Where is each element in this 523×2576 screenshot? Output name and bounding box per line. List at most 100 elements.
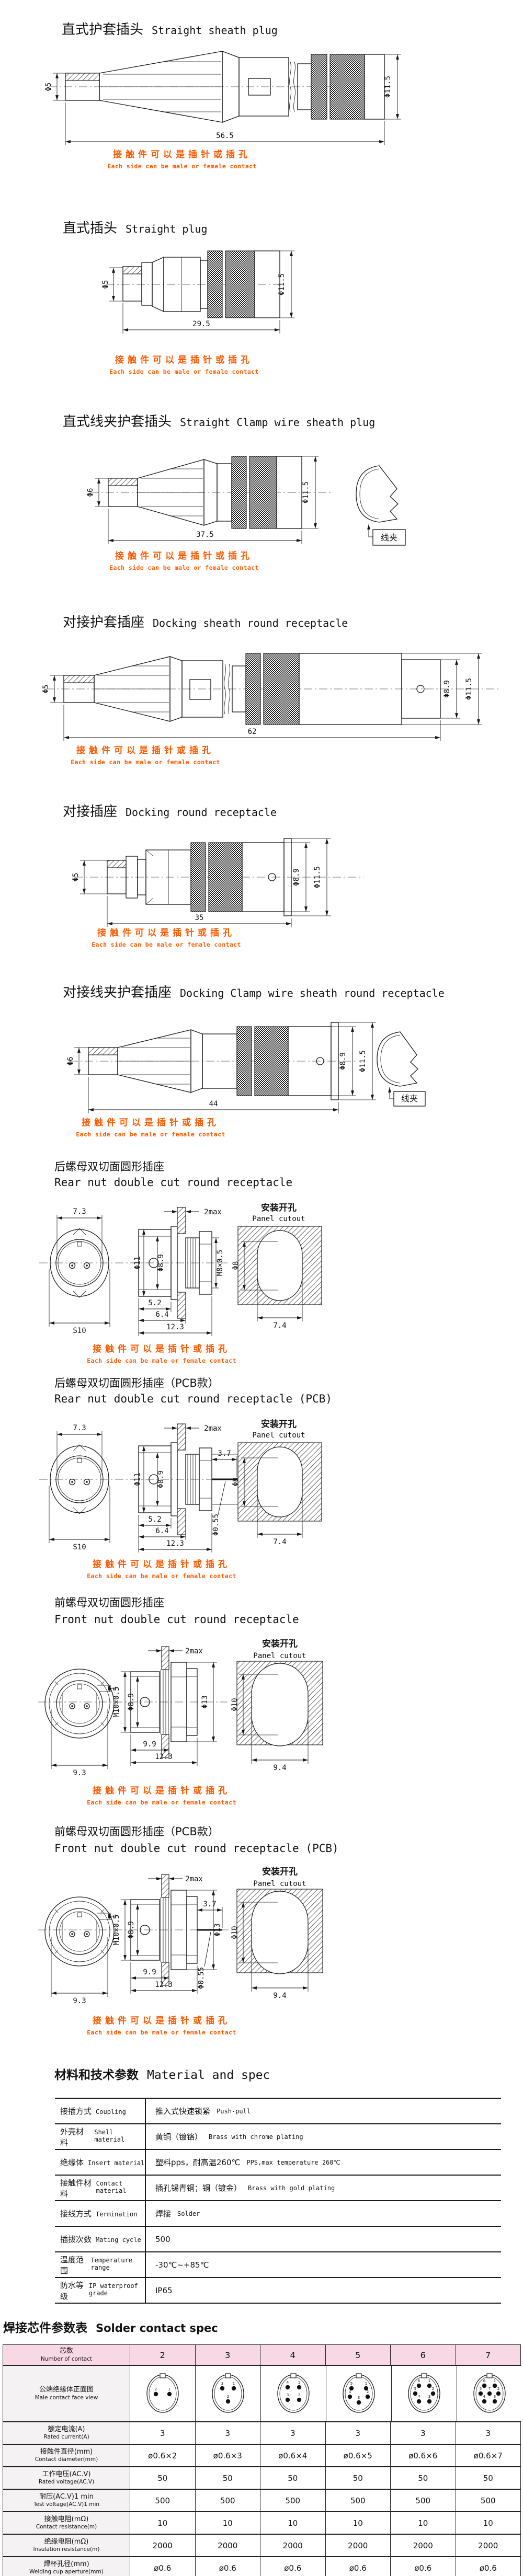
title-en: Material and spec xyxy=(147,2068,270,2082)
row-label-en: Contact diameter(mm) xyxy=(35,2456,98,2463)
contact-pin xyxy=(492,2383,497,2388)
dim-label: 1 xyxy=(109,1914,118,1918)
dim-label: 5.2 xyxy=(148,1299,161,1307)
section-title-straight-sheath-plug: 直式护套插头 Straight sheath plug xyxy=(62,19,278,38)
note-zh: 接触件可以是插针或插孔 xyxy=(93,2016,231,2026)
cell-value: ø0.6×4 xyxy=(260,2445,325,2466)
dim-label: Φ11 xyxy=(133,1473,142,1486)
rear-nut-receptacle-drawing: 7.3 S10 Φ11 Φ8.9 2max M8×0.5 5.2 6.4 12.… xyxy=(39,1202,322,1336)
contact-pin-number: 2 xyxy=(367,2390,369,2394)
row-label-zh: 公端绝缘体正面图 xyxy=(39,2386,94,2394)
contact-pin xyxy=(496,2391,501,2396)
contact-pin-number: 5 xyxy=(480,2387,482,2391)
note-en: Each side can be male or female contact xyxy=(92,941,241,949)
cell-value: ø0.6 xyxy=(260,2557,325,2576)
cell-value: 50 xyxy=(390,2467,456,2489)
contact-pin xyxy=(413,2391,418,2396)
cell-value: 2000 xyxy=(390,2535,456,2556)
cell-value: 500 xyxy=(130,2490,195,2511)
cell-value: 2000 xyxy=(325,2535,390,2556)
section-title-rear-nut-pcb-zh: 后螺母双切面圆形插座（PCB款） xyxy=(54,1377,219,1389)
contact-pin-number: 1 xyxy=(494,2379,496,2383)
contact-pin xyxy=(430,2391,436,2396)
contact-note: 接触件可以是插针或插孔 Each side can be male or fem… xyxy=(56,926,276,949)
contact-note: 接触件可以是插针或插孔 Each side can be male or fem… xyxy=(41,1116,260,1139)
straight-sheath-plug-drawing: Φ5 Φ11.5 56.5 xyxy=(44,51,401,145)
contact-count: 3 xyxy=(195,2345,260,2365)
dim-label: 5.2 xyxy=(148,1515,161,1524)
contact-pin-number: 3 xyxy=(428,2395,430,2399)
note-zh: 接触件可以是插针或插孔 xyxy=(93,1344,231,1354)
dim-label: 56.5 xyxy=(216,132,234,140)
dim-label: Φ6 xyxy=(86,488,95,497)
cell-value: 10 xyxy=(260,2512,325,2534)
cell-value: ø0.6×3 xyxy=(195,2445,260,2466)
row-label-en: Male contact face view xyxy=(35,2394,98,2401)
contact-pin-number: 2 xyxy=(298,2393,300,2397)
title-zh: 焊接芯件参数表 xyxy=(3,2321,87,2335)
section-title-docking-sheath-receptacle: 对接护套插座 Docking sheath round receptacle xyxy=(63,612,348,631)
note-en: Each side can be male or female contact xyxy=(87,1799,236,1807)
title-zh: 对接插座 xyxy=(63,804,118,820)
row-label-en: Termination xyxy=(96,2211,138,2218)
row-label-zh: 额定电流(A) xyxy=(48,2425,85,2433)
dim-label: 9.3 xyxy=(73,1769,86,1777)
section-title-rear-nut-pcb-en: Rear nut double cut round receptacle (PC… xyxy=(54,1393,333,1405)
dim-label: M8×0.5 xyxy=(216,1250,224,1276)
cell-value: 50 xyxy=(195,2467,260,2489)
title-en: Docking sheath round receptacle xyxy=(153,617,348,629)
row-label-zh: 接插方式 xyxy=(60,2107,92,2116)
cell-value: ø0.6 xyxy=(390,2557,456,2576)
contact-note: 接触件可以是插针或插孔 Each side can be male or fem… xyxy=(52,1558,271,1581)
contact-pin xyxy=(153,2391,158,2397)
contact-note: 接触件可以是插针或插孔 Each side can be male or fem… xyxy=(36,744,255,767)
dim-label: 35 xyxy=(195,914,204,922)
cell-value: 10 xyxy=(325,2512,390,2534)
contact-pin-number: 1 xyxy=(233,2382,235,2386)
table-row: 接触电阻(mΩ)Contact resistance(m) 10 10 10 1… xyxy=(3,2512,520,2535)
row-label-zh: 温度范围 xyxy=(60,2255,84,2275)
section-title-front-nut-zh: 前螺母双切面圆形插座 xyxy=(54,1596,164,1609)
contact-pin-number: 2 xyxy=(432,2387,434,2391)
note-en: Each side can be male or female contact xyxy=(71,758,220,766)
dim-label: M10×0.5 xyxy=(112,1914,121,1945)
dim-label: 3.7 xyxy=(203,1900,216,1908)
wire-clamp-icon xyxy=(356,465,399,523)
row-label-en: Shell material xyxy=(94,2128,125,2143)
contact-pin xyxy=(478,2391,483,2396)
row-label-zh: 焊杯孔径(mm) xyxy=(43,2560,89,2568)
row-label-en: Coupling xyxy=(96,2108,126,2115)
dim-label: S10 xyxy=(73,1543,86,1551)
docking-receptacle-drawing: Φ5 Φ8.9 Φ11.5 35 xyxy=(72,838,363,927)
section-title-front-nut-pcb-zh: 前螺母双切面圆形插座（PCB款） xyxy=(54,1825,219,1838)
straight-clamp-plug-drawing: Φ6 Φ11.5 37.5 线夹 xyxy=(86,456,406,546)
panel-cutout-label-en: Panel cutout xyxy=(253,1880,306,1888)
contact-pin xyxy=(492,2399,497,2404)
dim-label: 9.3 xyxy=(73,1997,86,2005)
note-en: Each side can be male or female contact xyxy=(87,1572,236,1580)
contact-pin-number: 4 xyxy=(349,2390,351,2394)
note-en: Each side can be male or female contact xyxy=(109,368,259,376)
section-title-rear-nut-zh: 后螺母双切面圆形插座 xyxy=(54,1160,164,1173)
dim-label: 2max xyxy=(204,1208,222,1216)
row-label-zh: 接触电阻(mΩ) xyxy=(44,2515,89,2523)
cell-value: 3 xyxy=(195,2422,260,2444)
contact-pin xyxy=(427,2399,432,2404)
contact-pin xyxy=(285,2385,290,2390)
dim-label: Φ5 xyxy=(102,280,110,289)
dim-label: 1 xyxy=(109,1686,118,1690)
note-zh: 接触件可以是插针或插孔 xyxy=(113,150,251,160)
title-en: Docking Clamp wire sheath round receptac… xyxy=(180,987,445,999)
row-label-en: Test voltage(AC.V)1 min xyxy=(33,2501,100,2508)
cell-value: 500 xyxy=(260,2490,325,2511)
contact-count: 7 xyxy=(455,2345,520,2365)
dim-label: Φ8.9 xyxy=(157,1254,165,1272)
